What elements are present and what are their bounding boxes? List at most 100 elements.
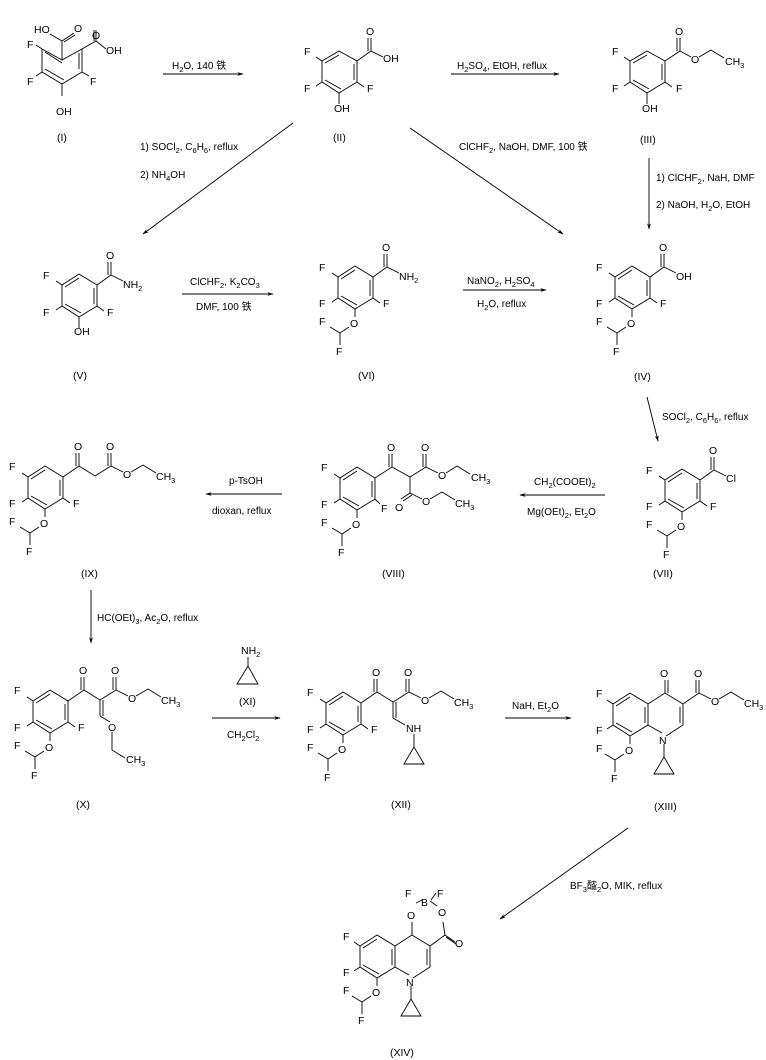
atom-label: O [372,987,380,999]
atom-label: O [372,667,380,679]
atom-label: F [304,83,310,95]
reaction-arrow-IV-VII: SOCl2, C6H6, reflux [646,396,748,442]
atom-label: F [304,46,310,58]
atom-label: F [321,517,327,529]
atom-label: O [40,518,48,530]
atom-label: F [367,83,373,95]
atom-label: O [352,519,360,531]
atom-label: O [395,502,403,514]
reaction-conditions: DMF, 100 铁 [196,300,252,313]
compound-XIV: O O O B F F N F F O F F (XIV) [343,888,463,1059]
atom-label: CH3 [126,754,145,768]
atom-label: F [14,685,20,697]
atom-label: CH3 [455,498,474,512]
atom-label: O [111,665,119,677]
atom-label: F [596,262,602,274]
reaction-arrow-V-VI: ClCHF2, K2CO3 DMF, 100 铁 [182,277,274,313]
reaction-conditions: NaH, Et2O [512,701,559,714]
atom-label: O [128,693,136,705]
atom-label: F [383,298,389,310]
atom-label: F [343,985,349,997]
atom-label: O [422,496,430,508]
reaction-conditions: ClCHF2, NaOH, DMF, 100 铁 [459,140,588,155]
reaction-arrow-II-III: H2SO4, EtOH, reflux [451,61,560,76]
compound-XII: O O O CH3 NH F F F O F F (XII) [307,667,473,811]
atom-label: O [123,469,131,481]
atom-label: O [438,907,446,919]
reaction-conditions: ClCHF2, K2CO3 [190,277,260,290]
atom-label: F [27,39,33,51]
compound-III: O O CH3 F F F OH (III) [612,26,744,146]
atom-label: F [90,76,96,88]
compound-label: (VII) [653,568,673,580]
atom-label: F [612,46,618,58]
atom-label: F [73,498,79,510]
compound-label: (XII) [391,799,411,811]
atom-label: F [319,262,325,274]
atom-label: O [338,744,346,756]
reaction-arrow-II-IV: ClCHF2, NaOH, DMF, 100 铁 [409,127,588,235]
atom-label: F [9,498,15,510]
atom-label: F [307,687,313,699]
compound-VIII: O O O CH3 O O CH3 F F F O F F (VIII) [321,442,490,580]
compound-label: (VI) [358,370,375,382]
reaction-arrow-X-XII: NH2 (XI) CH2Cl2 [212,645,281,743]
atom-label: F [676,83,682,95]
reaction-conditions: HC(OEt)3, Ac2O, reflux [97,613,198,626]
atom-label: F [710,501,716,513]
atom-label: F [646,501,652,513]
atom-label: F [596,688,602,700]
atom-label: O [660,668,668,680]
reaction-conditions: CH2(COOEt)2 [534,477,596,490]
reaction-arrow-XIII-XIV: BF3醓2O, MIK, reflux [499,827,662,920]
atom-label: F [596,725,602,737]
atom-label: F [343,967,349,979]
atom-label: O [74,441,82,453]
reaction-arrow-III-IV: 1) ClCHF2, NaH, DMF 2) NaOH, H2O, EtOH [647,158,755,230]
compound-IV: O OH F F F O F F (IV) [596,242,692,383]
atom-label: F [660,298,666,310]
atom-label: O [366,26,374,38]
atom-label: F [336,346,342,358]
reaction-conditions: Mg(OEt)2, Et2O [527,507,596,520]
atom-label: F [26,546,32,558]
atom-label: O [106,250,114,262]
atom-label: O [387,442,395,454]
atom-label: F [405,888,411,900]
compound-XIII: O O O CH3 N F F O F F (XIII) [596,668,763,813]
atom-label: O [675,26,683,38]
atom-label: CH3 [156,471,175,485]
atom-label: O [694,668,702,680]
atom-label: OH [383,53,399,65]
compound-XI: NH2 (XI) [236,645,260,708]
atom-label: F [107,307,113,319]
compound-IX: O O O CH3 F F F O F F (IX) [9,441,175,580]
atom-label: O [677,521,685,533]
atom-label: OH [676,271,692,283]
atom-label: CH3 [454,697,473,711]
atom-label: N [659,735,667,747]
atom-label: F [9,516,15,528]
compound-label: (V) [73,370,87,382]
compound-label: (X) [76,799,90,811]
atom-label: F [611,773,617,785]
atom-label: OH [334,103,350,115]
reaction-conditions: 2) NH4OH [140,170,185,183]
atom-label: O [711,696,719,708]
atom-label: Cl [726,473,736,485]
reaction-conditions: SOCl2, C6H6, reflux [662,412,748,425]
atom-label: F [31,770,37,782]
atom-label: O [691,54,699,66]
reaction-conditions: CH2Cl2 [227,730,259,743]
atom-label: F [646,465,652,477]
compound-label: (II) [333,132,346,144]
atom-label: F [381,503,387,515]
atom-label: OH [106,45,122,57]
atom-label: F [663,549,669,561]
atom-label: HO [34,24,50,36]
atom-label: O [45,742,53,754]
reaction-conditions: H2SO4, EtOH, reflux [457,61,547,74]
atom-label: O [659,242,667,254]
atom-label: F [358,1015,364,1027]
